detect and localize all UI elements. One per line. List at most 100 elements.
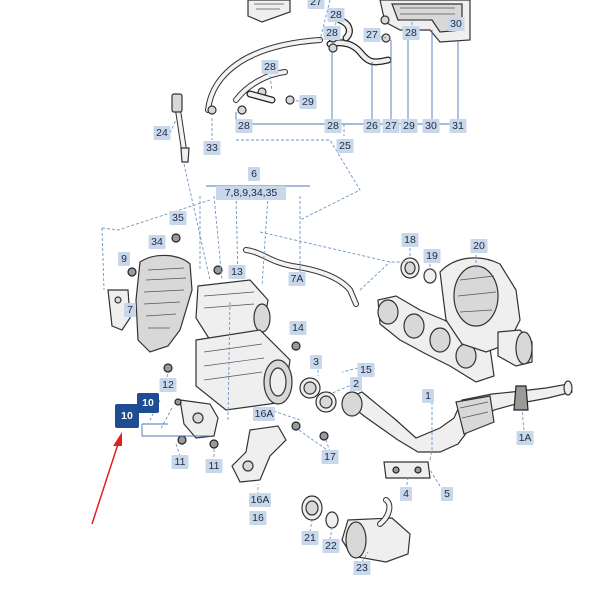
callout-16a[interactable]: 16A: [253, 407, 275, 421]
selected-callout-10-b[interactable]: 10: [115, 404, 139, 428]
callout-bg: [289, 321, 307, 335]
callout-text: 16A: [251, 494, 270, 506]
callout-bg: [235, 119, 253, 133]
selected-callout-10-a[interactable]: 10: [137, 393, 159, 413]
callout-17[interactable]: 17: [321, 450, 339, 464]
callout-28[interactable]: 28: [323, 26, 341, 40]
callout-18[interactable]: 18: [401, 233, 419, 247]
sensor-line: [243, 247, 359, 307]
callout-16[interactable]: 16: [249, 511, 267, 525]
callout-20[interactable]: 20: [470, 239, 488, 253]
callout-28[interactable]: 28: [327, 8, 345, 22]
callout-35[interactable]: 35: [169, 211, 187, 225]
callout-text: 27: [366, 29, 378, 41]
callout-bg: [350, 377, 362, 391]
callout-text: 35: [172, 212, 184, 224]
callout-23[interactable]: 23: [353, 561, 371, 575]
callout-text: 28: [330, 9, 342, 21]
callout-bg: [382, 119, 400, 133]
callout-text: 11: [209, 460, 220, 472]
callout-2[interactable]: 2: [350, 377, 362, 391]
callout-22[interactable]: 22: [322, 539, 340, 553]
callout-14[interactable]: 14: [289, 321, 307, 335]
callout-1[interactable]: 1: [422, 389, 434, 403]
callout-bg: [324, 119, 342, 133]
callout-29[interactable]: 29: [299, 95, 317, 109]
callout-3[interactable]: 3: [310, 355, 322, 369]
callout-text: 28: [327, 120, 339, 132]
callout-text: 7A: [291, 273, 304, 285]
callout-text: 30: [425, 120, 437, 132]
callout-9[interactable]: 9: [118, 252, 130, 266]
callout-27[interactable]: 27: [363, 28, 381, 42]
callout-7[interactable]: 7: [124, 303, 136, 317]
callout-text: 22: [325, 540, 337, 552]
callout-text: 11: [175, 456, 186, 468]
callout-11[interactable]: 11: [205, 459, 223, 473]
callout-text: 3: [313, 356, 319, 368]
callout-bg: [336, 139, 354, 153]
callout-21[interactable]: 21: [301, 531, 319, 545]
callout-30[interactable]: 30: [422, 119, 440, 133]
callout-28[interactable]: 28: [324, 119, 342, 133]
callout-31[interactable]: 31: [449, 119, 467, 133]
callout-28[interactable]: 28: [261, 60, 279, 74]
front-exhaust-pipe: [341, 380, 573, 479]
callout-27[interactable]: 27: [307, 0, 325, 9]
callout-27[interactable]: 27: [382, 119, 400, 133]
callout-bg: [169, 211, 187, 225]
callout-bg: [363, 28, 381, 42]
callout-26[interactable]: 26: [363, 119, 381, 133]
highlight-arrow: [91, 432, 122, 525]
callout-bg: [400, 119, 418, 133]
callout-bg: [322, 539, 340, 553]
callout-bg: [401, 233, 419, 247]
callout-16a[interactable]: 16A: [249, 493, 271, 507]
callout-29[interactable]: 29: [400, 119, 418, 133]
callout-1a[interactable]: 1A: [516, 431, 534, 445]
callout-bg: [422, 389, 434, 403]
oxygen-sensor: [171, 93, 190, 163]
callout-text: 28: [405, 27, 417, 39]
callout-text: 25: [339, 140, 351, 152]
callout-text: 17: [324, 451, 336, 463]
catalytic-converter: [107, 233, 301, 411]
callout-30[interactable]: 30: [447, 17, 465, 31]
callout-bg: [470, 239, 488, 253]
callout-19[interactable]: 19: [423, 249, 441, 263]
callout-34[interactable]: 34: [148, 235, 166, 249]
callout-bg: [153, 126, 171, 140]
callout-text: 33: [206, 142, 218, 154]
callout-15[interactable]: 15: [357, 363, 375, 377]
callout-text: 15: [360, 364, 372, 376]
callout-bg: [307, 0, 325, 9]
callout-text: 2: [353, 378, 359, 390]
callout-4[interactable]: 4: [400, 487, 412, 501]
pipe-clamps: [299, 377, 337, 413]
callout-bg: [449, 119, 467, 133]
callout-7a[interactable]: 7A: [288, 272, 306, 286]
callout-5[interactable]: 5: [441, 487, 453, 501]
callout-text: 12: [162, 379, 174, 391]
selected-callout-text: 10: [121, 410, 133, 422]
callout-bg: [228, 265, 246, 279]
callout-bg: [205, 459, 223, 473]
callout-24[interactable]: 24: [153, 126, 171, 140]
callout-text: 24: [156, 127, 168, 139]
callout-28[interactable]: 28: [235, 119, 253, 133]
callout-bg: [400, 487, 412, 501]
callout-bg: [253, 407, 275, 421]
callout-33[interactable]: 33: [203, 141, 221, 155]
callout-bg: [423, 249, 441, 263]
callout-11[interactable]: 11: [171, 455, 189, 469]
callout-text: 27: [310, 0, 322, 8]
callout-bg: [447, 17, 465, 31]
callout-6[interactable]: 6: [248, 167, 260, 181]
callout-12[interactable]: 12: [159, 378, 177, 392]
callout-28[interactable]: 28: [402, 26, 420, 40]
callout-text: 23: [356, 562, 368, 574]
callout-25[interactable]: 25: [336, 139, 354, 153]
callout-13[interactable]: 13: [228, 265, 246, 279]
